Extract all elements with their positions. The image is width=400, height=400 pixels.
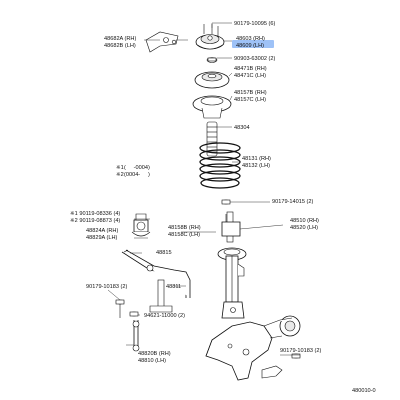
right-nut-part — [291, 353, 301, 359]
bound-bumper-part — [206, 121, 218, 157]
mount-bracket-part — [145, 31, 188, 53]
label-left-nut: 90179-10183 (2) — [86, 284, 128, 290]
label-spring-lh: 48132 (LH) — [242, 163, 270, 169]
label-insulator-rh: 48157B (RH) — [234, 90, 267, 96]
label-stab-bracket-rh: 48158B (RH) — [168, 225, 201, 231]
label-right-nut: 90179-10183 (2) — [280, 348, 322, 354]
spring-upper-seat-part — [194, 71, 230, 89]
steering-knuckle-part — [205, 315, 301, 381]
label-bracket-lh: 48682B (LH) — [104, 43, 136, 49]
label-bush-note1: ※1 90119-08336 (4) — [70, 210, 120, 217]
label-insulator-lh: 48157C (LH) — [234, 97, 266, 103]
label-note1-range: ( -0004) — [124, 165, 150, 171]
link-clip-part — [129, 311, 139, 317]
shock-absorber-part — [217, 211, 247, 319]
part-highlight — [232, 40, 274, 48]
label-absorber-rh: 48510 (RH) — [290, 218, 319, 224]
mount-nut-part — [206, 57, 218, 63]
label-strut-bolt: 90179-14015 (2) — [272, 199, 314, 205]
label-bush-lh: 48829A (LH) — [86, 235, 118, 241]
leader-lines — [107, 22, 300, 356]
left-nut-part — [115, 299, 125, 318]
label-bar-end: 48811 — [166, 284, 181, 290]
label-mount-bolt: 90179-10095 (6) — [234, 21, 276, 27]
strut-top-nut-part — [221, 199, 231, 205]
label-mount-nut: 90903-63002 (2) — [234, 56, 276, 62]
coil-spring-part — [199, 142, 241, 189]
label-note2-range: (0004- ) — [124, 172, 150, 178]
label-link-clip: 94621-11000 (2) — [144, 313, 185, 319]
label-bracket-rh: 48682A (RH) — [104, 36, 136, 42]
label-support-lh: 48609 (LH) — [236, 43, 264, 49]
label-bush-note2: ※2 90119-08873 (4) — [70, 217, 120, 224]
label-stabilizer-bar: 48815 — [156, 250, 172, 256]
stabilizer-bar-part — [121, 249, 191, 298]
label-note2-mark: ※2 — [116, 171, 124, 178]
stabilizer-bush-part — [131, 213, 151, 237]
stabilizer-link-part — [132, 320, 140, 352]
stabilizer-end-part — [149, 279, 173, 313]
part-labels: 90179-10095 (6) 48682A (RH) 48682B (LH) … — [70, 21, 376, 394]
label-bumper: 48304 — [234, 125, 250, 131]
label-seat-lh: 48471C (LH) — [234, 73, 266, 79]
mount-support-part — [195, 24, 225, 50]
label-note1-mark: ※1 — [116, 164, 124, 171]
label-support-rh: 48603 (RH) — [236, 36, 265, 42]
upper-insulator-part — [192, 95, 232, 119]
diagram-code: 480010-0 — [352, 388, 376, 394]
label-spring-rh: 48131 (RH) — [242, 156, 271, 162]
label-link-lh: 48810 (LH) — [138, 358, 166, 364]
label-stab-bracket-lh: 48158C (LH) — [168, 232, 200, 238]
label-absorber-lh: 48520 (LH) — [290, 225, 318, 231]
label-bush-rh: 48824A (RH) — [86, 228, 118, 234]
label-seat-rh: 48471B (RH) — [234, 66, 267, 72]
label-link-rh: 48820B (RH) — [138, 351, 171, 357]
